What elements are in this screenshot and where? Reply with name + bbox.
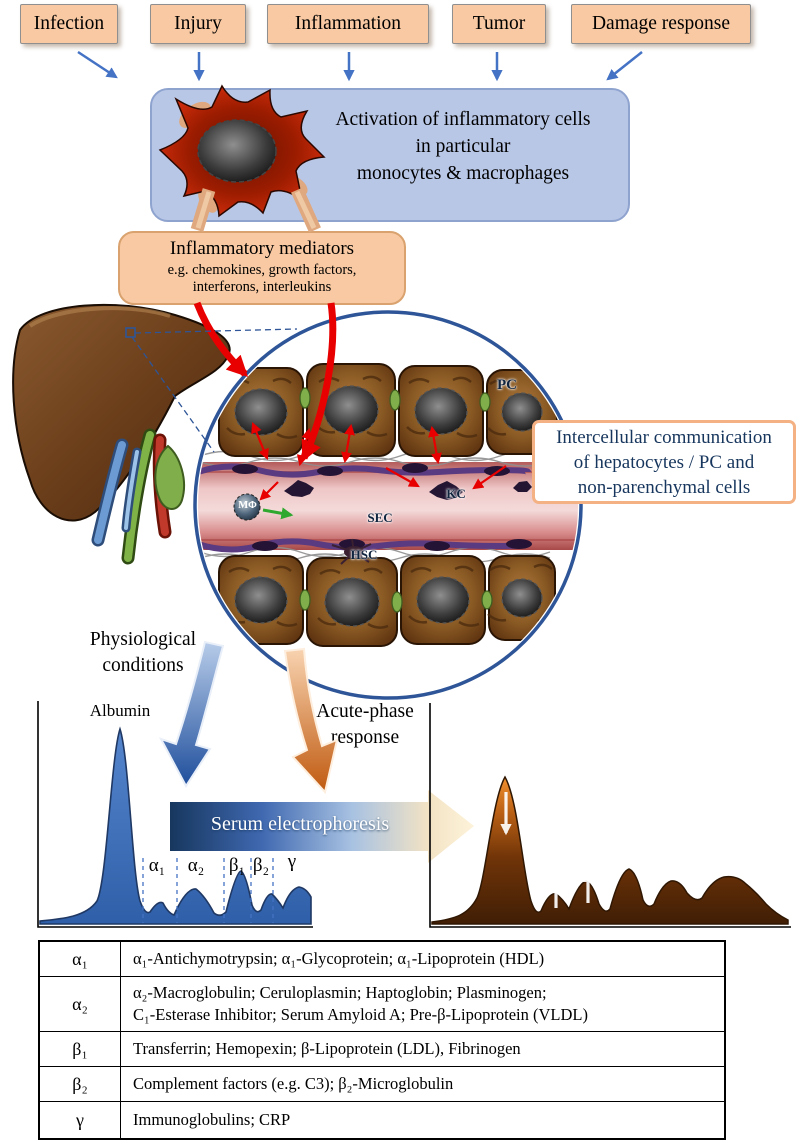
activation-line-3: monocytes & macrophages	[356, 163, 570, 184]
table-value: α₁-Antichymotrypsin; α₁-Glycoprotein; α₁…	[133, 948, 545, 968]
zoom-dashed-lines	[125, 327, 298, 453]
trigger-box-tumor: Tumor	[452, 4, 546, 44]
hepatic-vessels	[91, 428, 186, 565]
table-row: β₂ Complement factors (e.g. C3); β₂-Micr…	[40, 1066, 724, 1101]
mediators-title: Inflammatory mediators	[169, 238, 355, 259]
activation-box: Activation of inflammatory cells in part…	[150, 88, 630, 222]
micro-label-pc: PC	[497, 377, 517, 393]
table-row: γ Immunoglobulins; CRP	[40, 1101, 724, 1138]
kupffer-cells	[284, 480, 532, 500]
table-key: β₁	[40, 1032, 121, 1066]
hepatocyte-texture	[225, 375, 560, 629]
electrophoresis-apr-curve	[429, 703, 791, 928]
macrophage-signal-arrow	[262, 507, 294, 520]
serum-electrophoresis-label: Serum electrophoresis	[210, 813, 390, 835]
mediators-subtitle-1: e.g. chemokines, growth factors,	[167, 262, 357, 278]
communication-line-2: of hepatocytes / PC and	[573, 451, 755, 473]
hepatocyte-row-bottom	[218, 555, 556, 647]
table-value: Transferrin; Hemopexin; β-Lipoprotein (L…	[133, 1038, 521, 1058]
acute-phase-label: Acute-phase response	[316, 701, 414, 748]
communication-box: Intercellular communication of hepatocyt…	[532, 420, 796, 504]
micro-label-sec: SEC	[367, 510, 393, 525]
communication-line-1: Intercellular communication	[556, 426, 772, 448]
fraction-label-alpha2: α₂	[187, 855, 205, 876]
micro-label-hsc: HSC	[350, 547, 378, 562]
mediators-box: Inflammatory mediators e.g. chemokines, …	[118, 231, 406, 305]
table-value: α₂-Macroglobulin; Ceruloplasmin; Haptogl…	[133, 982, 588, 1024]
fraction-label-alpha1: α₁	[148, 855, 166, 876]
mediators-subtitle-2: interferons, interleukins	[192, 279, 332, 295]
micro-label-mphi: MΦ	[238, 500, 257, 511]
apr-change-arrows	[500, 792, 594, 908]
activation-line-1: Activation of inflammatory cells	[335, 109, 591, 130]
trigger-arrows	[77, 50, 643, 82]
hepatocyte-nuclei	[234, 385, 543, 627]
trigger-box-damage-response: Damage response	[571, 4, 751, 44]
cytokine-arrows	[193, 301, 507, 501]
table-row: α₂ α₂-Macroglobulin; Ceruloplasmin; Hapt…	[40, 976, 724, 1031]
communication-line-3: non-parenchymal cells	[577, 476, 751, 498]
physiological-label: Physiological conditions	[89, 629, 197, 676]
micro-label-kc: KC	[446, 486, 466, 501]
albumin-label: Albumin	[89, 701, 151, 720]
apr-table: α₁ α₁-Antichymotrypsin; α₁-Glycoprotein;…	[38, 940, 726, 1140]
table-key: β₂	[40, 1067, 121, 1101]
table-row: α₁ α₁-Antichymotrypsin; α₁-Glycoprotein;…	[40, 942, 724, 976]
table-row: β₁ Transferrin; Hemopexin; β-Lipoprotein…	[40, 1031, 724, 1066]
table-key: α₂	[40, 977, 121, 1031]
trigger-box-inflammation: Inflammation	[267, 4, 429, 44]
table-key: α₁	[40, 942, 121, 976]
liver-illustration	[12, 303, 231, 565]
table-value: Immunoglobulins; CRP	[133, 1109, 291, 1129]
trigger-box-infection: Infection	[20, 4, 118, 44]
activation-line-2: in particular	[415, 136, 511, 157]
trigger-box-injury: Injury	[150, 4, 246, 44]
table-key: γ	[40, 1102, 121, 1138]
table-value: Complement factors (e.g. C3); β₂-Microgl…	[133, 1073, 454, 1093]
fraction-label-gamma: γ	[287, 851, 297, 872]
